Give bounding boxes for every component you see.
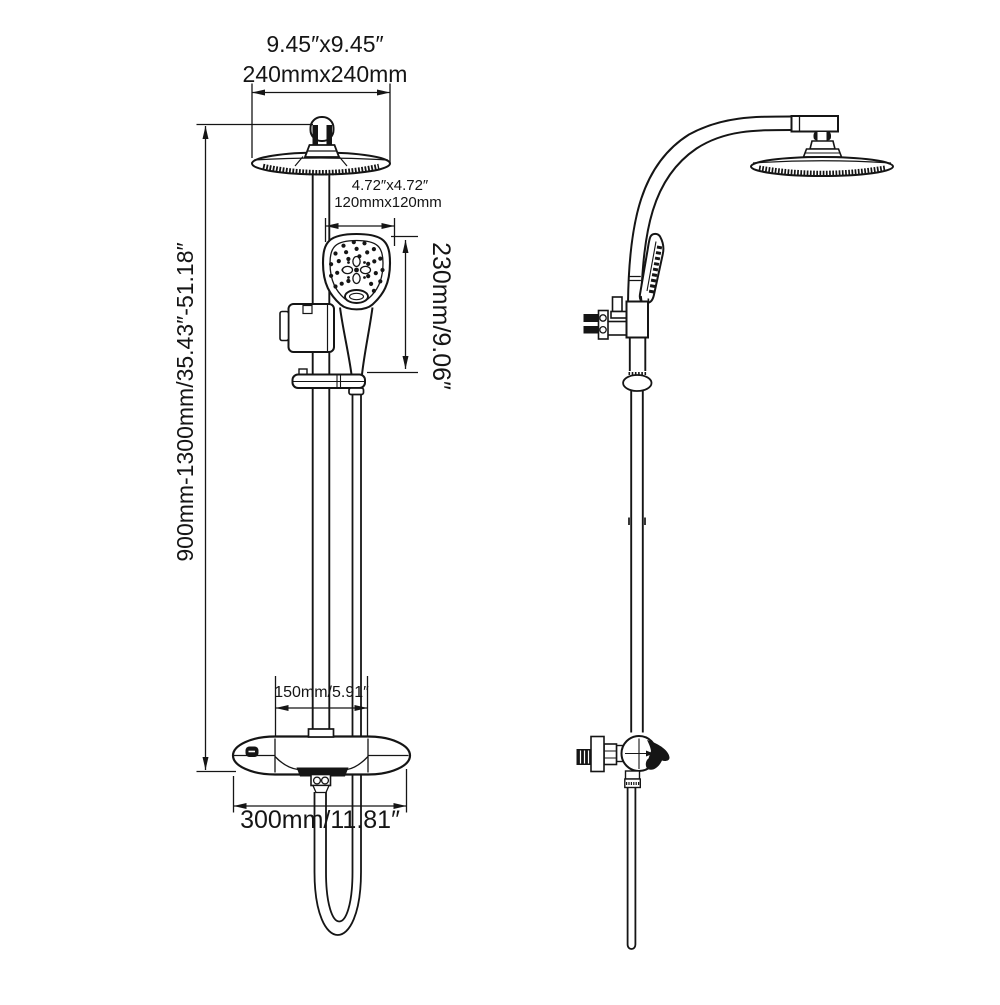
dim-label-hand-shower-size-in: 4.72″x4.72″ [352, 177, 429, 194]
hand-shower-holder-front [291, 368, 366, 396]
supply-pipe-bottom [583, 326, 599, 334]
hose-outlet-front [310, 773, 332, 794]
dim-hand-shower-length: 230mm/9.06″ [367, 235, 455, 390]
nozzle-band-side [758, 165, 886, 176]
gooseneck-arm-side [627, 115, 792, 304]
dim-label-inlet-spacing: 150mm/5.91″ [274, 684, 369, 701]
slider-bracket-front [279, 303, 335, 353]
dim-label-hand-shower-size-mm: 120mmx120mm [334, 194, 442, 211]
hand-shower-side [638, 232, 665, 304]
valve-side [576, 735, 670, 789]
side-view [576, 115, 894, 950]
rain-head-side [750, 156, 894, 177]
dim-rain-head-width: 9.45″x9.45″ 240mmx240mm [243, 31, 408, 163]
spray-toggle-button [344, 289, 369, 304]
dimension-annotations: 9.45″x9.45″ 240mmx240mm 900mm-1300mm/35.… [172, 31, 455, 834]
dim-hand-shower-width: 4.72″x4.72″ 120mmx120mm [324, 177, 442, 246]
dim-label-rain-head-size-in: 9.45″x9.45″ [266, 31, 383, 57]
dim-overall-height: 900mm-1300mm/35.43″-51.18″ [172, 123, 313, 773]
mode-selector-button [341, 255, 372, 285]
valve-spout-shade [296, 767, 349, 777]
riser-pole-side [622, 337, 653, 733]
dim-label-valve-width: 300mm/11.81″ [240, 806, 400, 834]
hand-shower-front [321, 232, 392, 375]
shower-hose-side [626, 787, 637, 950]
ball-joint-front [303, 116, 341, 158]
ball-joint-side [802, 131, 843, 158]
shower-hose-front [313, 394, 362, 936]
dim-label-bar-height-range: 900mm-1300mm/35.43″-51.18″ [172, 242, 198, 561]
dim-valve-width: 300mm/11.81″ [232, 769, 408, 834]
front-view [231, 116, 412, 936]
arm-mount-side [790, 115, 839, 133]
dim-label-hand-shower-length: 230mm/9.06″ [427, 242, 455, 390]
dim-inlet-spacing: 150mm/5.91″ [274, 676, 369, 736]
spray-nozzle-dots [329, 240, 385, 293]
supply-pipe-top [583, 314, 599, 322]
spray-face-edge [648, 245, 663, 294]
dim-label-rain-head-size-mm: 240mmx240mm [243, 61, 408, 87]
valve-handle-side [645, 740, 670, 770]
valve-front [231, 728, 412, 794]
wall-mount-side [583, 296, 649, 340]
